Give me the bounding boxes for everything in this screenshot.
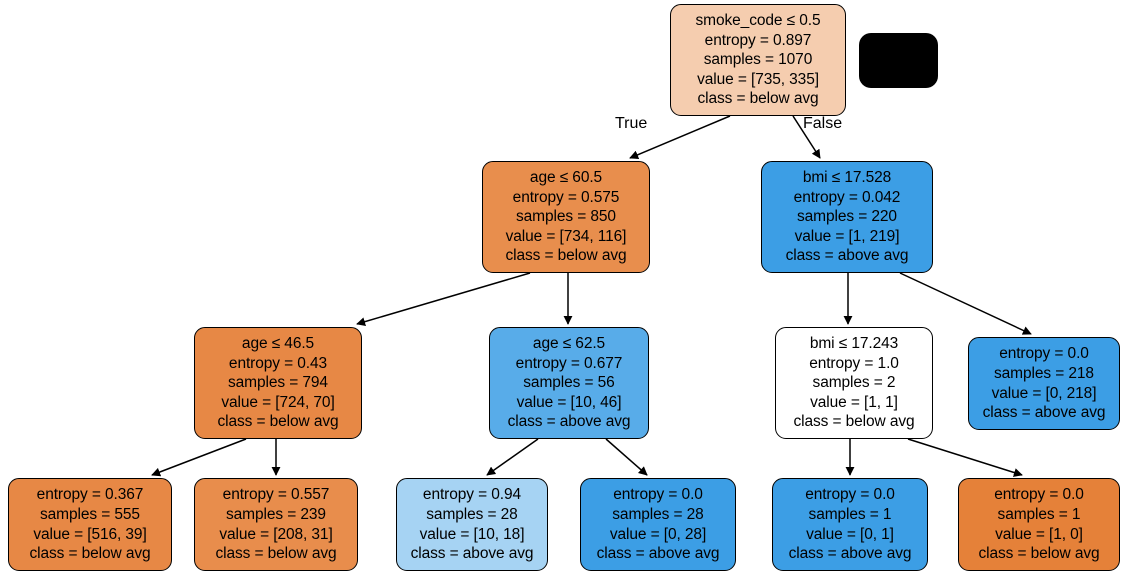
node-line: value = [0, 1] [806, 525, 894, 543]
node-line: samples = 1 [997, 505, 1081, 523]
node-line: class = below avg [505, 247, 627, 265]
node-line: entropy = 0.897 [704, 31, 812, 49]
node-line: smoke_code ≤ 0.5 [695, 12, 821, 30]
node-line: value = [1, 219] [794, 227, 900, 245]
node-line: entropy = 0.557 [222, 486, 330, 504]
tree-edge-n5-n12 [907, 438, 1023, 477]
node-line: samples = 555 [40, 505, 140, 523]
node-line: value = [1, 0] [995, 525, 1083, 543]
node-line: samples = 28 [426, 505, 518, 523]
node-line: samples = 220 [797, 208, 897, 226]
tree-edge-n1-n3 [356, 272, 531, 327]
node-line: entropy = 0.0 [994, 486, 1084, 504]
node-line: value = [516, 39] [33, 525, 147, 543]
node-line: age ≤ 60.5 [529, 169, 603, 187]
node-line: age ≤ 46.5 [241, 335, 315, 353]
node-line: class = above avg [507, 413, 631, 431]
node-line: entropy = 0.0 [613, 486, 703, 504]
tree-edge-n2-n6 [899, 272, 1032, 335]
node-line: entropy = 0.575 [512, 188, 620, 206]
node-line: entropy = 0.94 [422, 486, 522, 504]
node-line: samples = 2 [812, 374, 896, 392]
node-line: class = below avg [978, 545, 1100, 563]
node-line: class = above avg [785, 247, 909, 265]
node-line: entropy = 0.0 [805, 486, 895, 504]
node-line: value = [734, 116] [505, 227, 627, 245]
node-line: samples = 28 [612, 505, 704, 523]
node-line: samples = 1070 [703, 51, 813, 69]
node-line: class = above avg [596, 545, 720, 563]
node-line: value = [1, 1] [810, 393, 898, 411]
node-line: value = [208, 31] [219, 525, 333, 543]
node-line: entropy = 0.0 [999, 345, 1089, 363]
node-line: entropy = 1.0 [809, 354, 899, 372]
node-line: entropy = 0.677 [515, 354, 623, 372]
node-line: value = [735, 335] [697, 70, 819, 88]
node-line: bmi ≤ 17.528 [802, 169, 892, 187]
node-line: bmi ≤ 17.243 [809, 335, 899, 353]
node-line: value = [10, 46] [516, 393, 622, 411]
node-line: samples = 218 [994, 364, 1094, 382]
node-line: samples = 850 [516, 208, 616, 226]
node-line: age ≤ 62.5 [532, 335, 606, 353]
node-line: class = above avg [410, 545, 534, 563]
node-line: value = [0, 28] [609, 525, 707, 543]
tree-edge-n4-n10 [605, 438, 648, 476]
node-line: entropy = 0.43 [228, 354, 328, 372]
tree-edge-n3-n7 [151, 438, 247, 477]
node-line: class = above avg [788, 545, 912, 563]
node-line: value = [10, 18] [419, 525, 525, 543]
node-line: entropy = 0.367 [36, 486, 144, 504]
node-line: class = below avg [215, 545, 337, 563]
node-line: samples = 794 [228, 374, 328, 392]
node-line: entropy = 0.042 [793, 188, 901, 206]
node-line: class = below avg [793, 413, 915, 431]
edge-label-false: False [803, 115, 843, 132]
node-line: class = below avg [697, 90, 819, 108]
redaction-box [859, 33, 938, 88]
node-line: class = below avg [29, 545, 151, 563]
edge-label-true: True [615, 115, 648, 132]
node-line: class = below avg [217, 413, 339, 431]
node-line: class = above avg [982, 404, 1106, 422]
node-line: samples = 56 [523, 374, 615, 392]
tree-edge-n4-n9 [486, 438, 539, 476]
node-line: value = [0, 218] [991, 384, 1097, 402]
node-line: samples = 1 [808, 505, 892, 523]
node-line: samples = 239 [226, 505, 326, 523]
node-line: value = [724, 70] [221, 393, 335, 411]
